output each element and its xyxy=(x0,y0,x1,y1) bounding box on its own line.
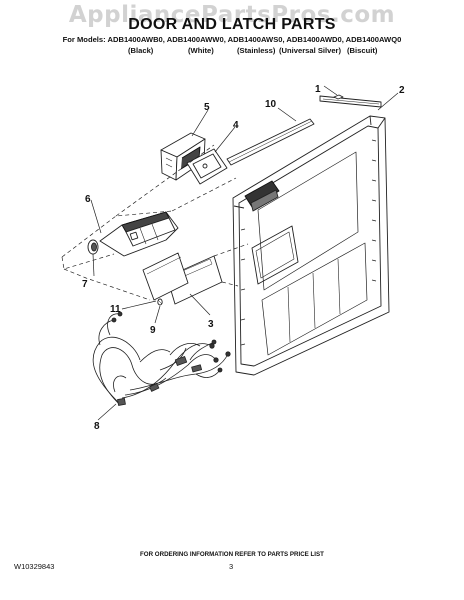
document-number: W10329843 xyxy=(14,562,55,571)
callout-11: 11 xyxy=(110,304,121,315)
part-7-knob xyxy=(87,239,99,255)
part-8-wire-harness xyxy=(92,311,231,406)
watermark: AppliancePartsPros.com xyxy=(68,2,396,28)
callout-2: 2 xyxy=(399,85,405,96)
page-number: 3 xyxy=(229,562,234,571)
callout-4: 4 xyxy=(233,120,239,131)
color-label-stainless: (Stainless) xyxy=(237,46,276,55)
color-label-white: (White) xyxy=(188,46,214,55)
door-panel xyxy=(232,115,390,376)
part-1-top-trim xyxy=(319,94,382,108)
callout-1: 1 xyxy=(315,84,321,95)
part-4-latch-gasket xyxy=(186,148,228,185)
models-line: For Models: ADB1400AWB0, ADB1400AWW0, AD… xyxy=(62,35,402,44)
callout-8: 8 xyxy=(94,421,100,432)
part-9-insulation-pad xyxy=(142,252,189,301)
callout-10: 10 xyxy=(265,99,277,110)
color-label-black: (Black) xyxy=(128,46,154,55)
part-10-door-gasket xyxy=(226,118,315,166)
color-label-universal-silver: (Universal Silver) xyxy=(279,46,342,55)
callout-9: 9 xyxy=(150,325,156,336)
callout-6: 6 xyxy=(85,194,91,205)
leader-lines xyxy=(90,85,399,421)
assembly-group-lines xyxy=(61,144,249,301)
page-title: DOOR AND LATCH PARTS xyxy=(128,16,336,33)
part-5-latch-bracket xyxy=(160,132,206,181)
color-label-biscuit: (Biscuit) xyxy=(347,46,378,55)
callout-7: 7 xyxy=(82,279,88,290)
ordering-info-note: FOR ORDERING INFORMATION REFER TO PARTS … xyxy=(140,551,324,558)
part-11-screw xyxy=(157,298,163,306)
part-6-control-module xyxy=(99,211,179,257)
callout-5: 5 xyxy=(204,102,210,113)
callout-3: 3 xyxy=(208,319,214,330)
